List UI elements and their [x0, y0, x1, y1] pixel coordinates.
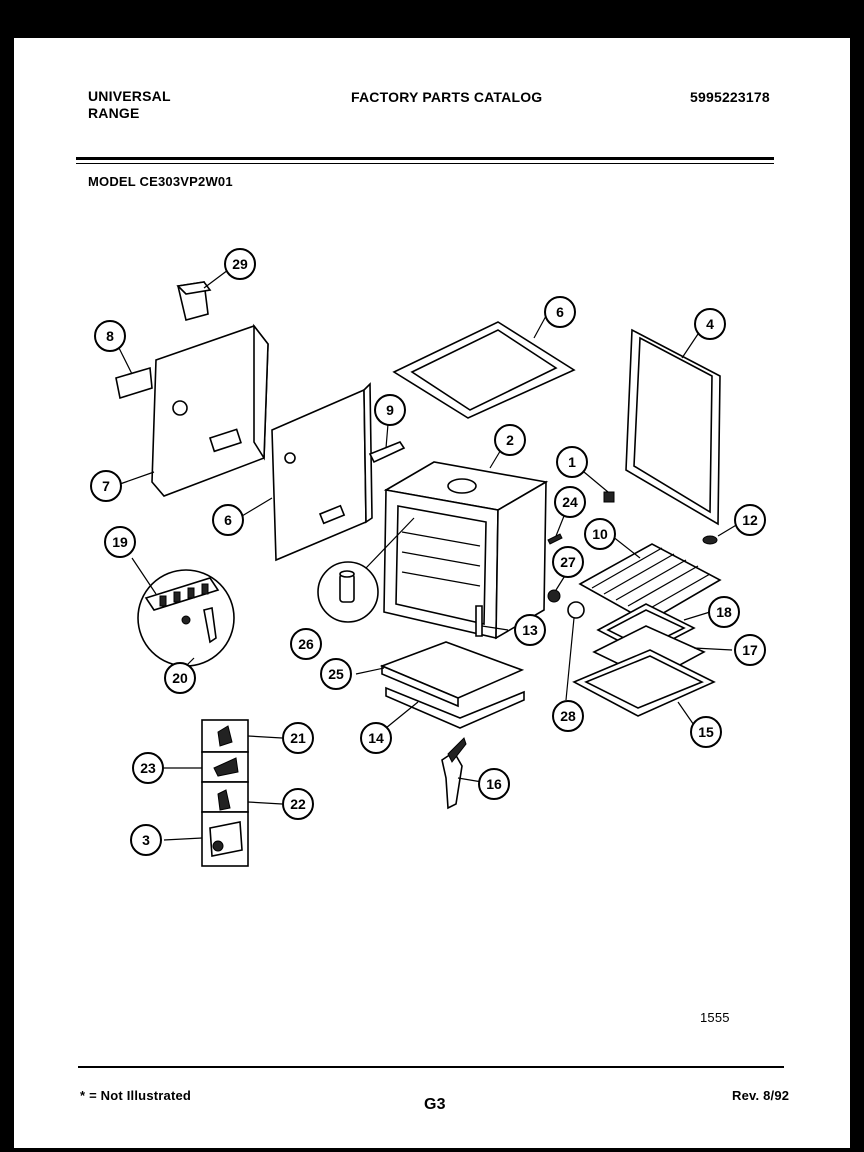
callout-17: 17: [734, 634, 766, 666]
part-9-strip: [368, 423, 406, 464]
model-number: MODEL CE303VP2W01: [88, 174, 233, 189]
part-15-tray: [572, 649, 716, 729]
part-2-oven-body: [383, 447, 549, 640]
callout-26: 26: [290, 628, 322, 660]
part-12-pin: [475, 605, 509, 637]
svg-text:21: 21: [290, 730, 306, 746]
svg-text:24: 24: [562, 494, 578, 510]
svg-text:19: 19: [112, 534, 128, 550]
svg-text:20: 20: [172, 670, 188, 686]
svg-text:16: 16: [486, 776, 502, 792]
exploded-parts-diagram: 29 8 6 4 9 2 1 7 24 12 6 10 19 27 18 13 …: [90, 248, 766, 867]
svg-text:26: 26: [298, 636, 314, 652]
svg-text:10: 10: [592, 526, 608, 542]
svg-text:12: 12: [742, 512, 758, 528]
header-rule-thick: [76, 157, 774, 160]
callout-13: 14: [360, 722, 392, 754]
header-rule-thin: [76, 163, 774, 164]
part-13-drawer: [385, 686, 525, 729]
part-3-side-panel: [625, 328, 721, 526]
part-7-rear-panel: [119, 323, 269, 497]
part-29-bracket: [176, 269, 229, 321]
page-code: G3: [424, 1096, 446, 1113]
callout-29: 29: [224, 248, 256, 280]
callout-24: 24: [554, 486, 586, 518]
svg-text:13: 13: [522, 622, 538, 638]
callout-7: 7: [90, 470, 122, 502]
callout-3: 4: [694, 308, 726, 340]
callout-9: 9: [374, 394, 406, 426]
callout-19: 19: [104, 526, 136, 558]
svg-text:4: 4: [706, 316, 714, 332]
svg-text:22: 22: [290, 796, 306, 812]
callout-27: 27: [552, 546, 584, 578]
svg-text:17: 17: [742, 642, 758, 658]
callout-25: 25: [320, 658, 352, 690]
part-1-knob: [583, 471, 615, 503]
callout-11: 12: [734, 504, 766, 536]
callout-10: 10: [584, 518, 616, 550]
part-24-pin: [547, 515, 565, 545]
part-8-plate: [115, 345, 153, 400]
callout-18: 18: [708, 596, 740, 628]
svg-text:7: 7: [102, 478, 110, 494]
part-19-20-detail: [131, 557, 235, 669]
svg-text:28: 28: [560, 708, 576, 724]
svg-text:23: 23: [140, 760, 156, 776]
callout-16: 3: [130, 824, 162, 856]
callout-23: 23: [132, 752, 164, 784]
svg-text:8: 8: [106, 328, 114, 344]
revision-date: Rev. 8/92: [732, 1088, 790, 1103]
svg-text:29: 29: [232, 256, 248, 272]
part-6-back-panel: [241, 382, 373, 562]
brand-line-1: UNIVERSAL: [88, 88, 171, 104]
callout-21: 21: [282, 722, 314, 754]
part-14-clip: [441, 737, 483, 810]
svg-text:27: 27: [560, 554, 576, 570]
switch-stack: [163, 719, 283, 867]
part-28-bulb: [565, 601, 585, 701]
svg-text:14: 14: [368, 730, 384, 746]
part-4-cooktop: [392, 315, 576, 419]
callout-20: 20: [164, 662, 196, 694]
drawing-number: 1555: [700, 1010, 730, 1025]
catalog-title: FACTORY PARTS CATALOG: [351, 89, 543, 105]
callout-6: 6: [212, 504, 244, 536]
footer-rule: [78, 1066, 784, 1068]
catalog-number: 5995223178: [690, 89, 770, 105]
svg-text:25: 25: [328, 666, 344, 682]
svg-text:1: 1: [568, 454, 576, 470]
svg-text:18: 18: [716, 604, 732, 620]
part-10-oven-rack: [578, 535, 722, 623]
callout-2: 2: [494, 424, 526, 456]
callout-22: 22: [282, 788, 314, 820]
catalog-page: UNIVERSAL RANGE FACTORY PARTS CATALOG 59…: [14, 38, 850, 1148]
part-27-socket: [547, 573, 567, 603]
svg-text:3: 3: [142, 832, 150, 848]
brand-line-2: RANGE: [88, 105, 140, 121]
callout-14: 16: [478, 768, 510, 800]
callout-28: 28: [552, 700, 584, 732]
svg-text:2: 2: [506, 432, 514, 448]
callout-8: 8: [94, 320, 126, 352]
callout-12: 13: [514, 614, 546, 646]
callout-15: 15: [690, 716, 722, 748]
callout-4: 6: [544, 296, 576, 328]
part-26-leg-detail: [317, 517, 415, 623]
not-illustrated-note: * = Not Illustrated: [80, 1088, 192, 1103]
svg-text:9: 9: [386, 402, 394, 418]
callout-1: 1: [556, 446, 588, 478]
part-25-element: [355, 641, 525, 708]
svg-text:6: 6: [224, 512, 232, 528]
part-11-leveler: [702, 523, 739, 545]
svg-text:15: 15: [698, 724, 714, 740]
svg-text:6: 6: [556, 304, 564, 320]
